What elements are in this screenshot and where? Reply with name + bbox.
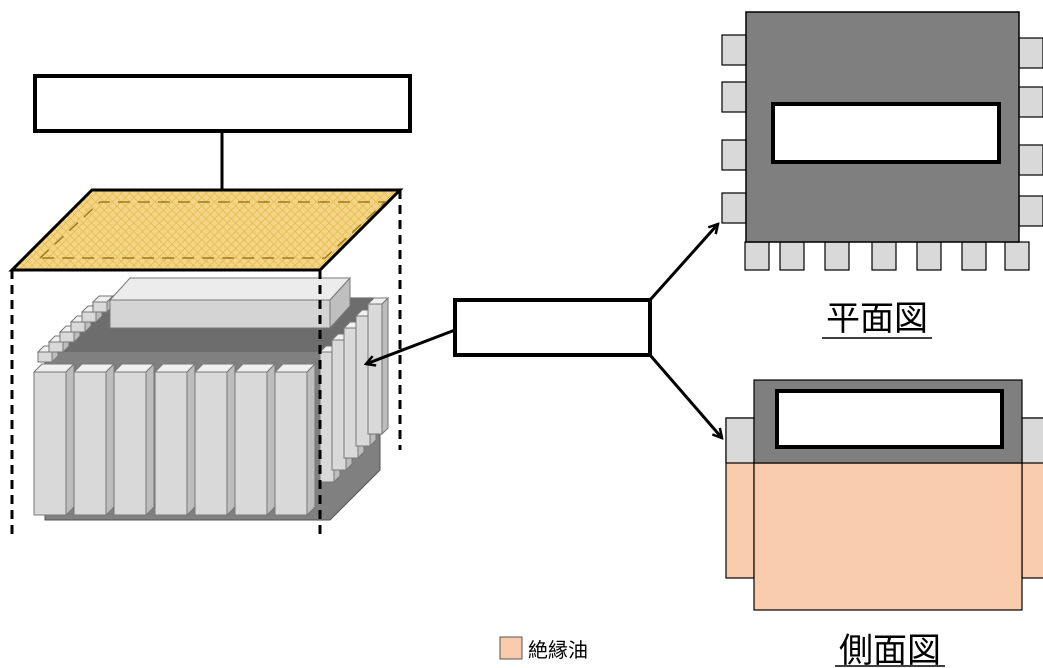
lead-front-3d [273, 362, 317, 517]
plan-lead-right [1018, 195, 1043, 227]
legend-label-insulating-oil: 絶縁油 [528, 639, 588, 662]
lead-front-3d [32, 362, 76, 517]
lead-front-3d [112, 362, 156, 517]
lead-left-back-3d [91, 294, 115, 314]
side-oil-region [753, 462, 1023, 611]
callout-box-top [33, 74, 412, 133]
plan-leads-bottom [744, 241, 1030, 271]
leads-left-back [36, 294, 115, 364]
legend: 絶縁油 [499, 636, 588, 662]
side-lead-left-top [725, 417, 755, 464]
plan-lead-bottom [1004, 241, 1030, 271]
lead-front-3d [72, 362, 116, 517]
plan-lead-right [1018, 144, 1043, 176]
lead-right-3d [366, 296, 390, 436]
leads-front [32, 362, 317, 517]
plan-lead-left [721, 34, 747, 66]
legend-swatch-insulating-oil [499, 636, 523, 660]
callout-box-middle [453, 298, 652, 357]
plan-lead-bottom [779, 241, 805, 271]
plan-lead-bottom [824, 241, 850, 271]
lead-front-3d [153, 362, 197, 517]
lid-3d [8, 188, 404, 272]
plan-view [721, 11, 1043, 271]
lead-front-3d [233, 362, 277, 517]
plan-lead-bottom [961, 241, 987, 271]
lead-front-3d [193, 362, 237, 517]
plan-lead-bottom [744, 241, 770, 271]
plan-lead-left [721, 139, 747, 171]
plan-lead-left [721, 192, 747, 224]
plan-leads-right [1018, 37, 1043, 227]
plan-leads-left [721, 34, 747, 224]
arrow-to-side-view [648, 354, 722, 438]
arrow-to-body [366, 328, 456, 364]
chip-3d [108, 276, 352, 330]
plan-lead-left [721, 81, 747, 113]
side-view-label: 側面図 [839, 631, 941, 668]
side-view [725, 379, 1043, 611]
plan-lead-bottom [871, 241, 897, 271]
plan-lead-right [1018, 37, 1043, 69]
leads-right-side [318, 296, 390, 484]
side-lead-right-top [1021, 417, 1043, 464]
side-chip-box [775, 389, 1004, 449]
plan-lead-bottom [916, 241, 942, 271]
plan-view-label: 平面図 [826, 299, 928, 339]
arrow-to-plan-view [648, 224, 718, 302]
plan-chip-box [771, 102, 1001, 164]
plan-lead-right [1018, 86, 1043, 118]
